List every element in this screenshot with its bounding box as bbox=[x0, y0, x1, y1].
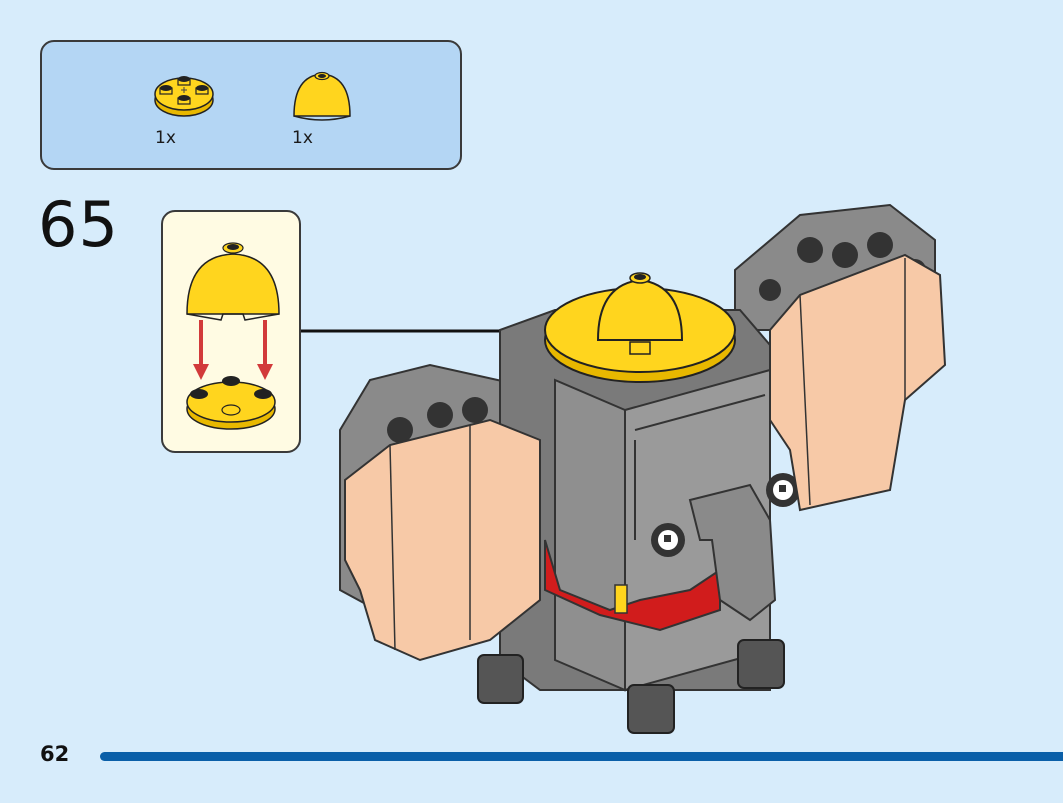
parts-list-box: 1x 1x bbox=[40, 40, 462, 170]
page-number: 62 bbox=[40, 742, 70, 766]
step-number: 65 bbox=[38, 188, 119, 261]
dome-onto-round-plate-icon bbox=[186, 242, 280, 430]
dome-brick-2x2-yellow-icon bbox=[293, 71, 351, 121]
part-2-quantity: 1x bbox=[292, 128, 313, 148]
page-progress-bar bbox=[100, 752, 1063, 761]
round-plate-2x2-yellow-icon bbox=[154, 76, 214, 117]
part-1-quantity: 1x bbox=[155, 128, 176, 148]
subassembly-callout bbox=[161, 210, 301, 453]
